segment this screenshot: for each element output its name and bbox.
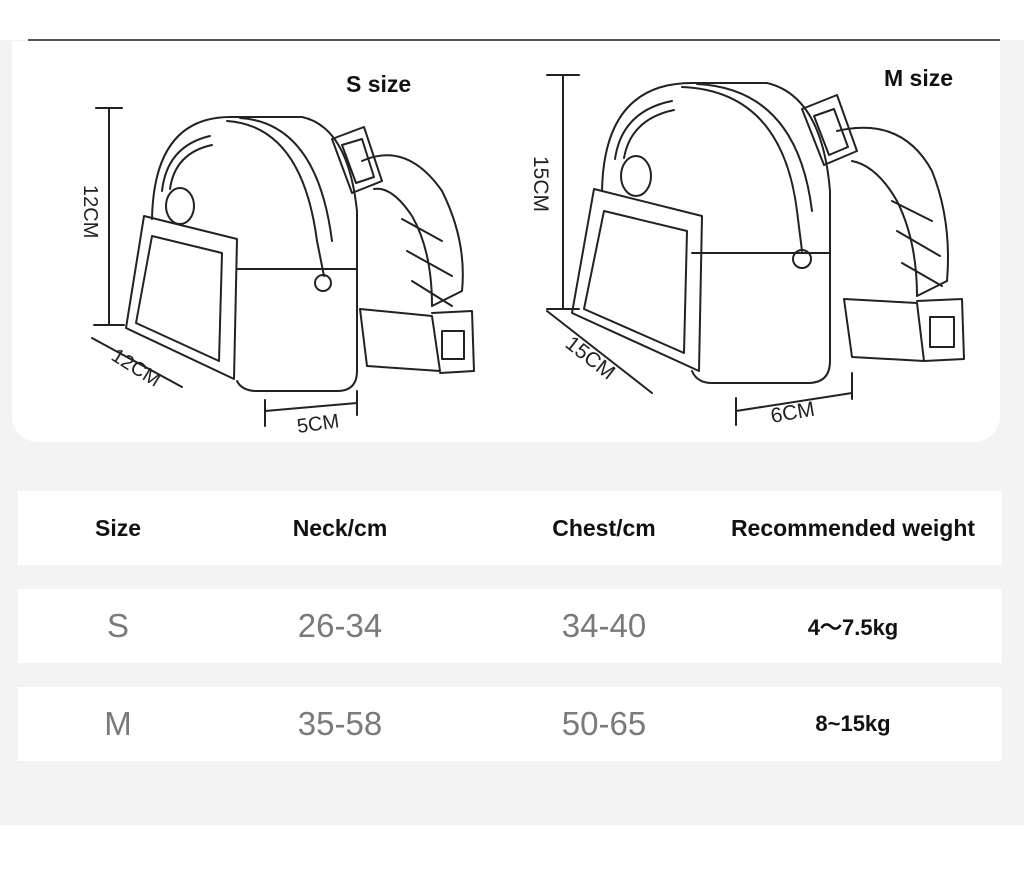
table-row: M 35-58 50-65 8~15kg (18, 687, 1002, 761)
cell-chest: 34-40 (561, 607, 647, 644)
cell-neck: 26-34 (297, 607, 383, 644)
s-height-label: 12CM (79, 185, 101, 238)
top-divider (28, 39, 1000, 41)
cell-weight: 4～7.5kg (807, 615, 899, 640)
s-width-label: 12CM (107, 345, 164, 392)
s-size-title: S size (346, 71, 412, 97)
m-depth-label: 6CM (769, 398, 817, 428)
bag-illustrations: 12CM 12CM 5CM 15CM 15CM 6CM (79, 74, 965, 438)
m-bag-drawing (546, 74, 965, 426)
table-row: S 26-34 34-40 4～7.5kg (18, 589, 1002, 663)
cell-size: S (106, 607, 129, 644)
bottom-strip (0, 825, 1024, 875)
cell-neck: 35-58 (297, 705, 383, 742)
header-chest: Chest/cm (552, 514, 656, 541)
cell-size: M (104, 705, 132, 742)
top-strip (0, 0, 1024, 40)
m-size-title: M size (884, 65, 954, 91)
illustration-panel: 12CM 12CM 5CM 15CM 15CM 6CM S size M siz… (12, 41, 1000, 442)
cell-weight: 8~15kg (815, 711, 891, 736)
header-weight: Recommended weight (730, 514, 976, 541)
s-depth-label: 5CM (296, 410, 341, 438)
header-size: Size (94, 514, 142, 541)
m-width-label: 15CM (561, 332, 619, 385)
header-neck: Neck/cm (292, 514, 388, 541)
cell-chest: 50-65 (561, 705, 647, 742)
table-header-row: Size Neck/cm Chest/cm Recommended weight (18, 491, 1002, 565)
m-height-label: 15CM (529, 156, 552, 212)
s-bag-drawing (91, 107, 475, 427)
